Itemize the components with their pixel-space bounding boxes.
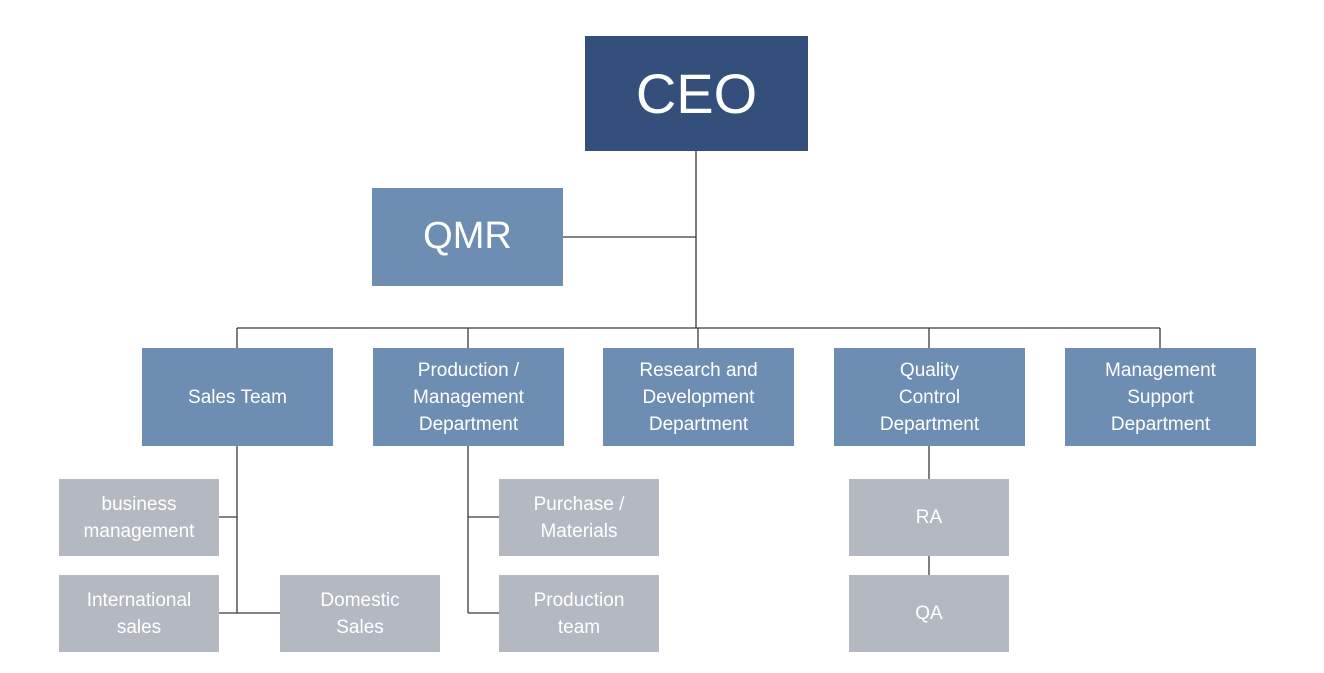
management-support-department-box: Management Support Department [1065,348,1256,446]
production-management-department-box: Production / Management Department [373,348,564,446]
production-team-box: Production team [499,575,659,652]
quality-control-department-box: Quality Control Department [834,348,1025,446]
production-team-label: Production team [533,589,625,638]
quality-control-department-label: Quality Control Department [879,359,980,435]
qa-box: QA [849,575,1009,652]
international-sales-box: International sales [59,575,219,652]
ceo-label: CEO [635,61,758,125]
qmr-box: QMR [372,188,563,286]
management-support-department-label: Management Support Department [1105,359,1216,435]
purchase-materials-label: Purchase / Materials [533,493,625,542]
research-development-department-box: Research and Development Department [603,348,794,446]
business-management-box: business management [59,479,219,556]
international-sales-label: International sales [86,589,192,638]
sales-team-label: Sales Team [188,386,287,408]
business-management-label: business management [83,493,195,542]
ceo-box: CEO [585,36,808,151]
sales-team-box: Sales Team [142,348,333,446]
qmr-label: QMR [423,215,512,258]
production-management-department-label: Production / Management Department [413,359,524,435]
purchase-materials-box: Purchase / Materials [499,479,659,556]
domestic-sales-label: Domestic Sales [320,589,400,638]
ra-label: RA [915,507,943,528]
domestic-sales-box: Domestic Sales [280,575,440,652]
ra-box: RA [849,479,1009,556]
research-development-department-label: Research and Development Department [639,359,758,435]
qa-label: QA [915,603,943,624]
